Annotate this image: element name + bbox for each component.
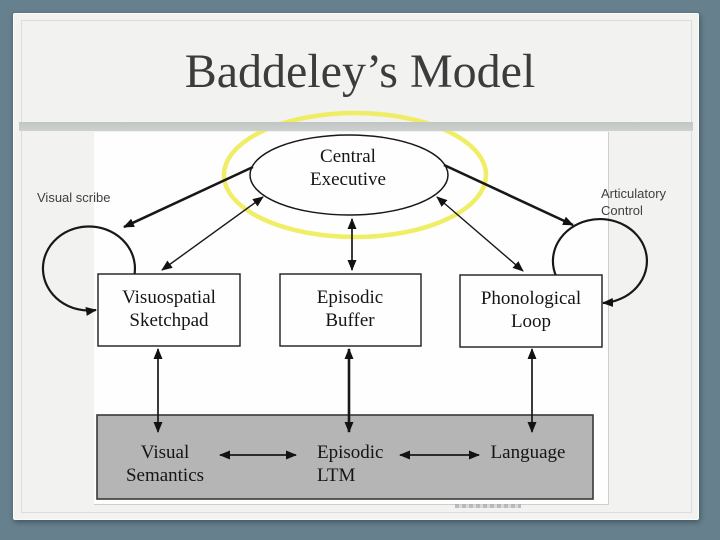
label-line: Buffer — [325, 310, 375, 331]
label-line: Articulatory — [601, 186, 667, 201]
slide-inner-border — [21, 20, 692, 513]
language-label: Language — [491, 441, 566, 464]
phonological-loop-label: Phonological Loop — [481, 287, 581, 333]
label-line: Loop — [510, 311, 552, 332]
articulatory-control-label: Articulatory Control — [601, 185, 666, 219]
episodic-buffer-label: Episodic Buffer — [317, 286, 384, 332]
label-line: Semantics — [125, 465, 205, 486]
visual-scribe-label: Visual scribe — [37, 190, 111, 205]
visual-semantics-label: Visual Semantics — [126, 441, 204, 487]
label-line: Phonological — [480, 288, 582, 309]
label-line: Visuospatial — [122, 287, 216, 308]
central-executive-label: Central Executive — [310, 145, 386, 191]
label-line: Visual — [140, 442, 190, 463]
slide-title: Baddeley’s Model — [184, 45, 536, 98]
title-divider-band — [19, 122, 693, 131]
label-line: LTM — [317, 465, 356, 486]
episodic-ltm-label: Episodic LTM — [317, 441, 384, 487]
label-line: Episodic — [316, 287, 384, 308]
label-line: Central — [320, 146, 376, 167]
label-line: Language — [490, 442, 566, 463]
label-line: Control — [601, 203, 643, 218]
label-line: Sketchpad — [129, 310, 209, 331]
illegible-watermark — [455, 504, 521, 508]
visuospatial-label: Visuospatial Sketchpad — [122, 286, 216, 332]
label-line: Executive — [310, 169, 386, 190]
label-line: Episodic — [317, 442, 384, 463]
